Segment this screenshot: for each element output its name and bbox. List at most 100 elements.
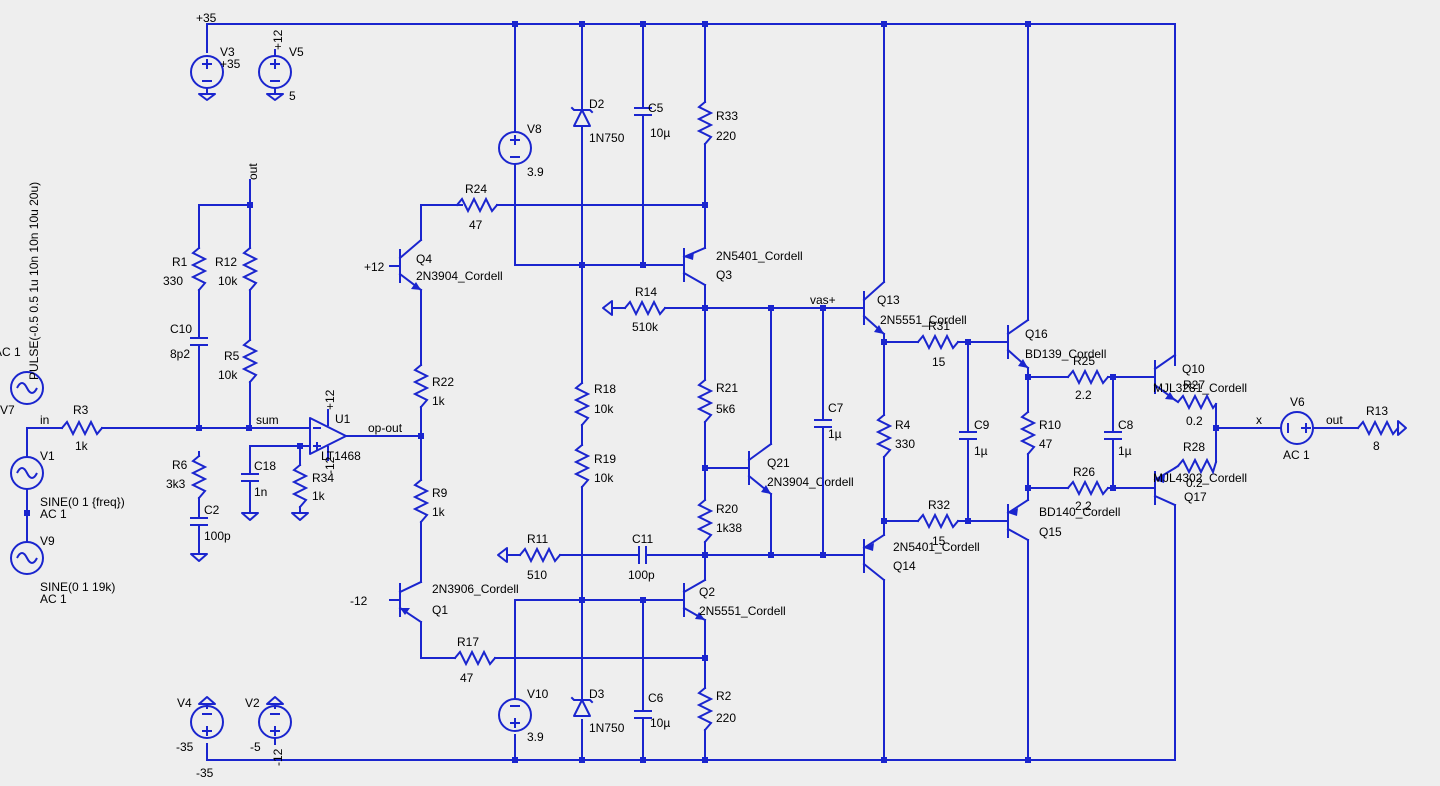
svg-text:R1: R1 [172,255,188,269]
svg-text:510: 510 [527,568,547,582]
svg-text:-12: -12 [323,456,337,474]
svg-text:5k6: 5k6 [716,402,736,416]
svg-text:x: x [1256,413,1262,427]
v3-source: V3 +35 [190,45,241,101]
svg-text:2N5401_Cordell: 2N5401_Cordell [893,540,980,554]
u1-opamp: U1 LT1468 +12 -12 [299,389,361,474]
c9-capacitor: C9 1µ [959,418,990,458]
svg-text:R32: R32 [928,498,950,512]
r33-resistor: R33 220 [696,100,738,146]
svg-text:V2: V2 [245,696,260,710]
svg-text:100p: 100p [628,568,655,582]
svg-text:5: 5 [289,89,296,103]
r10-resistor: R10 47 [1019,410,1061,456]
svg-text:C2: C2 [204,503,220,517]
svg-text:C18: C18 [254,459,276,473]
svg-text:2N5401_Cordell: 2N5401_Cordell [716,249,803,263]
v4-source: V4 -35 [176,696,224,754]
svg-text:BD140_Cordell: BD140_Cordell [1039,505,1120,519]
svg-text:+35: +35 [220,57,241,71]
svg-text:AC 1: AC 1 [40,592,67,606]
c5-capacitor: C5 10µ [634,101,670,140]
svg-text:+12: +12 [323,389,337,410]
r22-resistor: R22 1k [412,363,454,409]
r12-resistor: R12 10k [215,246,259,292]
svg-text:AC 1: AC 1 [40,507,67,521]
svg-text:R10: R10 [1039,418,1061,432]
svg-text:+12: +12 [271,29,285,50]
svg-text:1µ: 1µ [828,427,842,441]
r19-resistor: R19 10k [573,443,616,489]
svg-text:330: 330 [163,274,183,288]
svg-text:R2: R2 [716,689,732,703]
svg-text:out: out [246,163,260,180]
svg-text:R11: R11 [527,532,548,546]
svg-text:3k3: 3k3 [166,477,186,491]
svg-text:220: 220 [716,711,736,725]
svg-text:C8: C8 [1118,418,1134,432]
svg-text:C7: C7 [828,401,844,415]
svg-text:R4: R4 [895,418,911,432]
r2-resistor: R2 220 [696,686,736,732]
svg-text:10k: 10k [218,274,238,288]
r14-resistor: R14 510k [623,285,667,334]
svg-text:-12: -12 [350,594,368,608]
svg-text:R19: R19 [594,452,616,466]
r21-resistor: R21 5k6 [696,378,738,424]
svg-text:+12: +12 [364,260,385,274]
svg-text:R3: R3 [73,403,89,417]
svg-text:R24: R24 [465,182,487,196]
q2-transistor: Q2 2N5551_Cordell [642,578,786,622]
r9-resistor: R9 1k [412,478,448,524]
svg-text:2.2: 2.2 [1075,388,1092,402]
svg-text:Q14: Q14 [893,559,916,573]
d2-zener: D2 1N750 [570,97,625,145]
svg-text:Q16: Q16 [1025,327,1048,341]
svg-text:SINE(0 1 19k): SINE(0 1 19k) [40,580,115,594]
svg-text:1k: 1k [432,505,446,519]
c6-capacitor: C6 10µ [634,691,670,730]
q3-transistor: 2N5401_Cordell Q3 [642,246,803,287]
svg-text:1k: 1k [312,489,326,503]
c8-capacitor: C8 1µ [1104,418,1134,458]
v1-source: V1 SINE(0 1 {freq}) AC 1 [10,449,125,521]
svg-text:1N750: 1N750 [589,721,625,735]
svg-text:10µ: 10µ [650,716,670,730]
r18-resistor: R18 10k [573,381,616,427]
q16-transistor: Q16 BD139_Cordell [1006,318,1106,370]
svg-text:sum: sum [256,413,279,427]
r17-resistor: R17 47 [453,635,497,685]
svg-text:2N5551_Cordell: 2N5551_Cordell [880,313,967,327]
svg-text:in: in [40,413,49,427]
svg-text:V1: V1 [40,449,55,463]
svg-text:Q21: Q21 [767,456,790,470]
svg-text:10k: 10k [594,402,614,416]
q4-transistor: +12 Q4 2N3904_Cordell [364,238,503,292]
svg-text:V3: V3 [220,45,235,59]
r11-resistor: R11 510 [518,532,562,582]
svg-text:D2: D2 [589,97,605,111]
r5-resistor: R5 10k [218,338,259,384]
c11-capacitor: C11 100p [628,532,655,582]
d3-zener: D3 1N750 [570,687,625,735]
q14-transistor: 2N5401_Cordell Q14 [862,533,980,582]
v6-source: V6 AC 1 [1280,395,1314,462]
q15-transistor: BD140_Cordell Q15 [1006,498,1120,542]
svg-text:15: 15 [932,534,946,548]
svg-text:Q1: Q1 [432,603,448,617]
svg-text:R5: R5 [224,349,240,363]
svg-text:V10: V10 [527,687,549,701]
svg-text:R18: R18 [594,382,616,396]
svg-text:V4: V4 [177,696,192,710]
v9-source: V9 SINE(0 1 19k) AC 1 [10,534,115,606]
rail-junctions [512,21,1031,763]
svg-text:0.2: 0.2 [1186,476,1203,490]
r26-resistor: R26 2.2 [1066,465,1110,513]
svg-text:out: out [1326,413,1343,427]
svg-text:1N750: 1N750 [589,131,625,145]
svg-text:510k: 510k [632,320,659,334]
c18-capacitor: C18 1n [241,459,276,499]
svg-text:Q2: Q2 [699,585,715,599]
q21-transistor: Q21 2N3904_Cordell [704,442,854,496]
